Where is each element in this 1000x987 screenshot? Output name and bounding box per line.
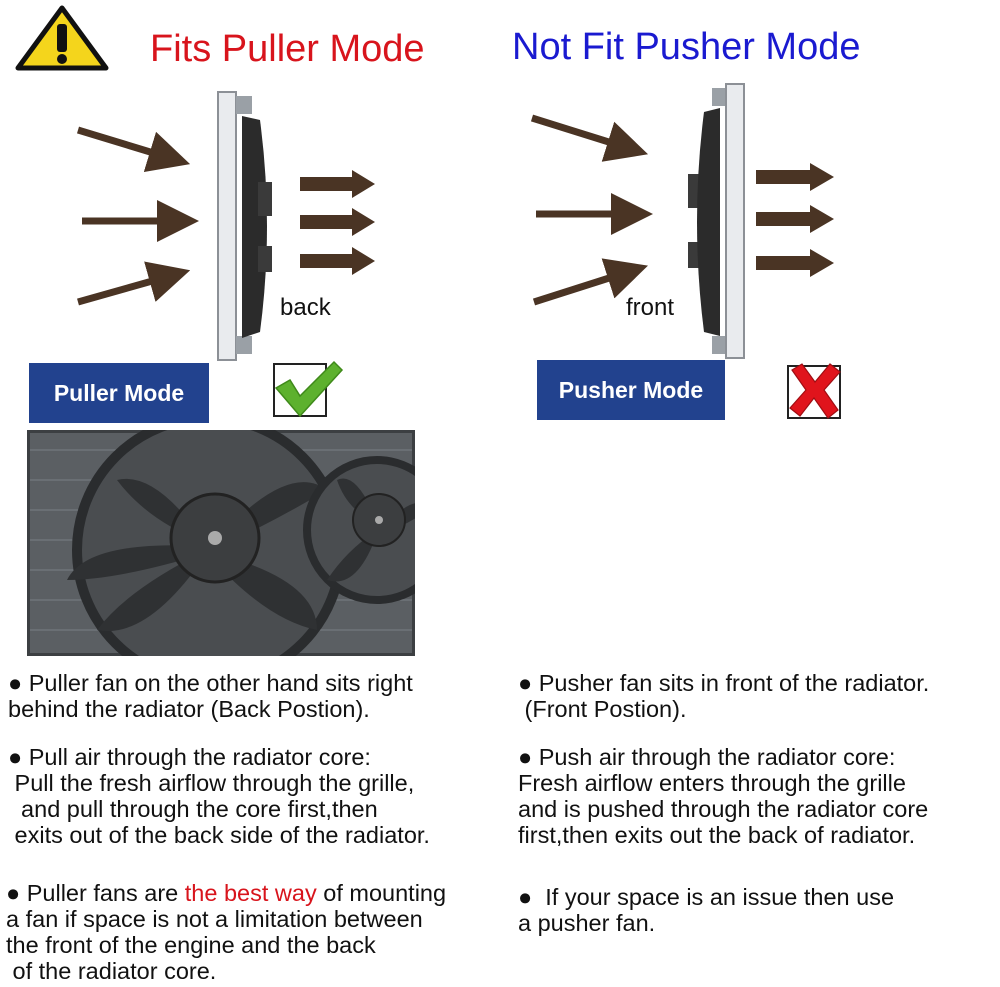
pusher-mode-badge: Pusher Mode	[537, 360, 725, 420]
right-note-1: ● Pusher fan sits in front of the radiat…	[518, 670, 930, 722]
outflow-arrows	[300, 170, 375, 275]
left-note-2: ● Pull air through the radiator core: Pu…	[8, 744, 430, 848]
warning-icon	[15, 5, 109, 71]
inflow-arrow	[76, 126, 191, 172]
highlight-text: the best way	[184, 880, 317, 906]
inflow-arrow	[532, 258, 649, 306]
inflow-arrow	[530, 114, 649, 162]
right-note-2: ● Push air through the radiator core: Fr…	[518, 744, 929, 848]
radiator	[217, 91, 237, 361]
check-mark-icon	[273, 360, 344, 418]
left-note-1: ● Puller fan on the other hand sits righ…	[8, 670, 413, 722]
puller-title: Fits Puller Mode	[150, 28, 425, 70]
fan-shroud	[697, 108, 720, 336]
puller-diagram	[76, 91, 375, 361]
pusher-diagram	[530, 83, 834, 359]
puller-mode-badge: Puller Mode	[29, 363, 209, 423]
right-note-3: ● If your space is an issue then use a p…	[518, 884, 895, 936]
pusher-title: Not Fit Pusher Mode	[512, 26, 861, 68]
radiator	[725, 83, 745, 359]
fan-shroud	[242, 116, 267, 338]
fan-assembly-photo	[27, 430, 415, 656]
back-label: back	[280, 294, 331, 321]
outflow-arrows	[756, 163, 834, 277]
front-label: front	[626, 294, 675, 321]
x-mark-icon	[787, 363, 841, 419]
inflow-arrow	[77, 261, 191, 306]
left-note-3: ● Puller fans are the best way of mounti…	[6, 880, 447, 984]
